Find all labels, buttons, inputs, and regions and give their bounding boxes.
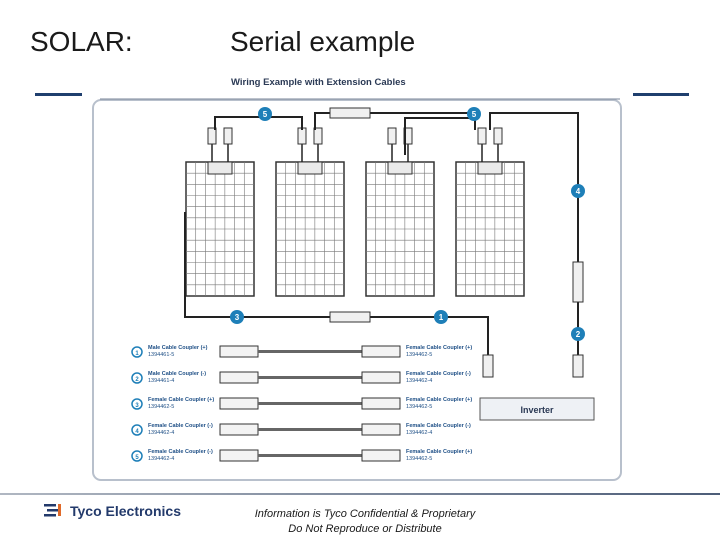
callout-marker: 5 [467,107,481,121]
legend-right-title: Female Cable Coupler (+) [406,449,472,455]
wire-right-down [489,112,579,372]
legend-left-title: Male Cable Coupler (-) [148,371,206,377]
legend-left-title: Female Cable Coupler (-) [148,423,213,429]
footer-divider [0,493,720,495]
legend-left-title: Female Cable Coupler (+) [148,397,214,403]
logo-text: Tyco Electronics [70,503,182,519]
legend-right-title: Female Cable Coupler (-) [406,371,471,377]
legend-right-part: 1394462-4 [406,430,432,436]
legend-number: 3 [135,403,139,409]
callout-number: 2 [576,330,581,339]
company-logo: Tyco Electronics [44,503,181,519]
legend-right-title: Female Cable Coupler (+) [406,397,472,403]
legend-left-connector [219,345,259,358]
legend-left-part: 1394461-5 [148,352,174,358]
confidentiality-notice: Information is Tyco Confidential & Propr… [230,507,500,537]
legend-right-part: 1394462-5 [406,404,432,410]
legend-left-part: 1394462-4 [148,456,174,462]
legend-right-connector [361,371,401,384]
legend-number: 2 [135,377,139,383]
inline-couplers [329,107,584,378]
solar-panel [365,127,435,297]
callout-number: 1 [439,313,444,322]
legend-left-connector [219,449,259,462]
legend-row: 5 Female Cable Coupler (-)1394462-4 Female… [131,449,472,462]
coupler-inverter-right [572,354,584,378]
legend-right-title: Female Cable Coupler (-) [406,423,471,429]
legend-row: 2 Male Cable Coupler (-)1394461-4 Female C… [131,371,471,384]
legend-right-connector [361,449,401,462]
confidential-line-1: Information is Tyco Confidential & Propr… [254,508,476,520]
legend-right-part: 1394462-5 [406,352,432,358]
wire-panel-1-2 [214,116,303,130]
confidential-line-2: Do Not Reproduce or Distribute [288,523,442,535]
legend-right-connector [361,345,401,358]
callout-number: 4 [576,187,581,196]
coupler-inverter-left [482,354,494,378]
solar-panel [455,127,525,297]
callout-marker: 5 [258,107,272,121]
callout-marker: 3 [230,310,244,324]
tyco-logo-icon [44,504,61,517]
legend-right-part: 1394462-4 [406,378,432,384]
legend-number: 4 [135,429,139,435]
coupler-top [329,107,371,119]
legend-left-connector [219,423,259,436]
inverter-box [479,397,595,421]
legend-left-title: Male Cable Coupler (+) [148,345,208,351]
legend-right-connector [361,397,401,410]
legend-marker-icon [131,372,143,384]
legend-marker-icon [131,450,143,462]
callout-marker: 2 [571,327,585,341]
legend-number: 1 [135,351,139,357]
legend-right-title: Female Cable Coupler (+) [406,345,472,351]
legend-left-connector [219,371,259,384]
legend-row: 1 Male Cable Coupler (+)1394461-5 Female C… [131,345,472,358]
legend-left-title: Female Cable Coupler (-) [148,449,213,455]
title-rule-right [633,93,689,96]
coupler-right [572,261,584,303]
legend-marker-icon [131,424,143,436]
solar-panel [275,127,345,297]
slide-title: Serial example [230,26,416,57]
callout-markers: 5 5 4 3 1 2 [230,107,585,341]
legend-left-part: 1394462-4 [148,430,174,436]
coupler-bottom [329,311,371,323]
legend-left-part: 1394462-5 [148,404,174,410]
callout-marker: 4 [571,184,585,198]
callout-number: 3 [235,313,240,322]
title-rule-left [35,93,82,96]
legend-marker-icon [131,398,143,410]
legend-left-connector [219,397,259,410]
legend-left-part: 1394461-4 [148,378,174,384]
slide-title-prefix: SOLAR: [30,26,133,57]
diagram-heading: Wiring Example with Extension Cables [231,77,406,88]
callout-marker: 1 [434,310,448,324]
legend-marker-icon [131,346,143,358]
solar-panels [185,127,525,297]
inverter-label: Inverter [520,405,554,415]
wire-panel-3 [404,117,475,155]
legend-right-part: 1394462-5 [406,456,432,462]
legend-number: 5 [135,455,139,461]
callout-number: 5 [472,110,477,119]
legend-right-connector [361,423,401,436]
callout-number: 5 [263,110,268,119]
